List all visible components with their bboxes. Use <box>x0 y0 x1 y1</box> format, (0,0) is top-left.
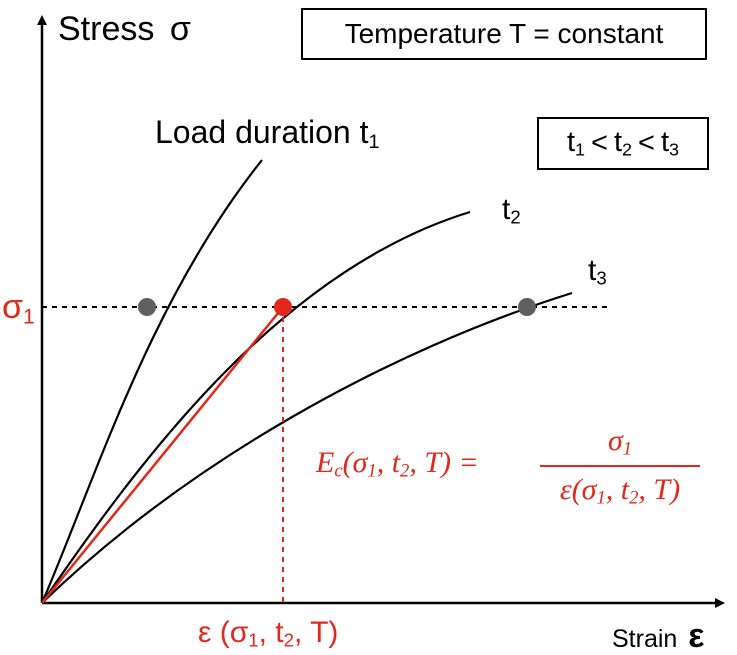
temperature-condition-text: Temperature T = constant <box>344 18 664 49</box>
formula-lhs: Ec(σ1, t2, T) = <box>316 446 479 482</box>
formula-numerator: σ1 <box>607 424 633 460</box>
y-axis-symbol: σ <box>169 10 191 48</box>
curve-label-t2: t2 <box>502 193 521 228</box>
curve-t2 <box>41 210 471 604</box>
curve-label-t3: t3 <box>588 254 607 289</box>
sigma1-label: σ1 <box>2 288 35 329</box>
y-axis-label: Stress σ <box>58 12 191 46</box>
duration-order-box: t1 < t2 < t3 <box>537 117 709 170</box>
y-axis-label-text: Stress <box>58 10 155 48</box>
curve-label-t1: Load duration t1 <box>155 114 380 153</box>
epsilon-label: ε (σ1, t2, T) <box>198 616 339 651</box>
intersection-marker-t1 <box>138 298 156 316</box>
order-lt2: < <box>638 127 655 159</box>
intersection-marker-t3 <box>518 298 536 316</box>
order-lt1: < <box>591 127 608 159</box>
formula-denominator: ε(σ1, t2, T) <box>559 472 681 509</box>
curve-t3 <box>41 291 573 604</box>
curve-t1 <box>40 159 263 604</box>
x-axis-label-text: Strain <box>612 625 678 653</box>
x-axis-label: Strain ε <box>612 619 704 653</box>
order-t2: t2 <box>613 126 633 160</box>
formula-fraction-bar <box>540 464 700 467</box>
intersection-marker-t2 <box>274 298 292 316</box>
secant-line <box>41 306 284 604</box>
formula-fraction: σ1 ε(σ1, t2, T) <box>540 424 700 509</box>
order-t3: t3 <box>660 126 680 160</box>
x-axis-symbol: ε <box>688 617 705 655</box>
order-t1: t1 <box>566 126 586 160</box>
temperature-condition-box: Temperature T = constant <box>301 8 707 60</box>
